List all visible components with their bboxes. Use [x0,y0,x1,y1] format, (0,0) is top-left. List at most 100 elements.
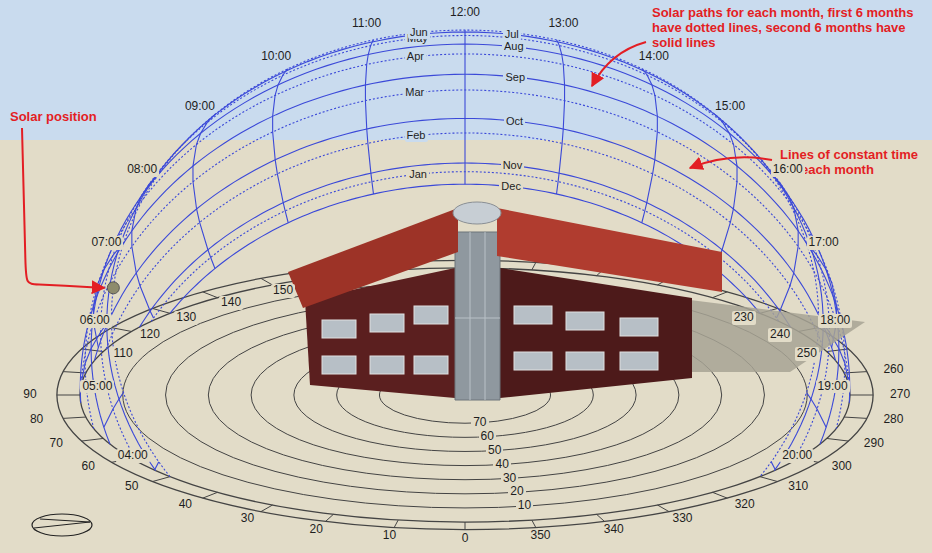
altitude-label: 30 [501,472,518,486]
constant-time-line [771,174,798,318]
window [322,320,356,338]
altitude-label: 10 [516,499,533,513]
roof [288,208,458,308]
azimuth-label: 330 [671,512,695,526]
azimuth-label: 260 [881,363,905,377]
azimuth-label: 90 [21,388,38,402]
azimuth-tick [394,520,398,528]
month-label: Sep [503,71,527,84]
time-label: 20:00 [780,449,814,463]
callout-arrow [690,157,772,168]
callout-note: Solar paths for each month, first 6 mont… [650,6,928,51]
month-label: Oct [504,115,525,128]
constant-time-line [807,392,827,427]
azimuth-tick [532,520,536,528]
azimuth-tick [532,262,536,270]
azimuth-label: 130 [174,311,198,325]
azimuth-label: 10 [381,529,398,543]
glass-mullion [470,232,471,400]
constant-time-line [132,174,159,318]
time-label: 10:00 [259,50,293,64]
azimuth-tick [658,505,670,512]
window [414,306,448,324]
time-label: 15:00 [713,100,747,114]
month-label: Nov [501,159,525,172]
time-label: 12:00 [448,6,482,20]
azimuth-tick [760,477,778,482]
window [566,312,604,330]
month-label: Jul [503,28,521,41]
month-label: Jan [407,168,429,181]
azimuth-tick [827,438,849,441]
roof [497,208,722,292]
month-label: Apr [405,50,426,63]
compass-line [40,519,90,522]
azimuth-label: 240 [768,328,792,342]
callout-arrows [22,42,772,288]
sun-path-mesh [80,30,849,477]
time-label: 08:00 [125,163,159,177]
monthly-sun-path [111,30,818,477]
azimuth-tick [152,308,170,313]
time-label: 06:00 [78,314,112,328]
azimuth-tick [844,417,867,418]
window [414,356,448,374]
azimuth-label: 270 [888,388,912,402]
window [620,352,658,370]
azimuth-label: 320 [733,498,757,512]
compass-ellipse [32,514,92,536]
time-label: 16:00 [771,163,805,177]
azimuth-tick [827,349,849,352]
azimuth-label: 310 [786,480,810,494]
azimuth-label: 290 [862,437,886,451]
window [620,318,658,336]
azimuth-label: 230 [732,311,756,325]
time-label: 04:00 [116,449,150,463]
altitude-label: 40 [493,458,510,472]
azimuth-tick [325,514,333,521]
azimuth-label: 340 [602,523,626,537]
azimuth-tick [712,492,727,498]
time-label: 17:00 [807,236,841,250]
constant-time-line [557,40,565,194]
azimuth-label: 60 [80,460,97,474]
house-shadow [690,300,865,372]
time-label: 09:00 [183,100,217,114]
constant-time-line [104,392,124,427]
azimuth-tick [712,292,727,298]
azimuth-label: 110 [112,347,135,361]
azimuth-label: 30 [239,512,256,526]
azimuth-tick [203,292,218,298]
callout-arrow [22,128,104,288]
solar-position-marker [107,282,119,294]
constant-time-line [193,114,215,268]
compass-icon [32,514,92,536]
constant-time-line [715,114,737,268]
constant-time-line [642,69,658,223]
callout-note: Solar position [8,110,99,125]
azimuth-tick [82,438,104,441]
azimuth-tick [203,492,218,498]
azimuth-label: 150 [271,284,295,298]
azimuth-label: 350 [529,529,553,543]
month-label: Dec [499,180,523,193]
constant-time-line [771,462,775,470]
time-label: 11:00 [350,17,383,31]
time-label: 19:00 [816,380,850,394]
month-label: Jun [408,26,430,39]
azimuth-tick [57,395,80,396]
azimuth-tick [850,395,873,396]
azimuth-label: 40 [177,498,194,512]
azimuth-label: 80 [28,413,45,427]
constant-time-line [464,30,465,184]
azimuth-tick [597,514,605,521]
glass-atrium [455,232,500,400]
azimuth-tick [152,477,170,482]
azimuth-tick [465,522,466,530]
azimuth-tick [63,417,86,418]
azimuth-label: 50 [123,480,140,494]
constant-time-line [80,318,111,388]
sky-backdrop [0,0,932,140]
azimuth-label: 300 [830,460,854,474]
